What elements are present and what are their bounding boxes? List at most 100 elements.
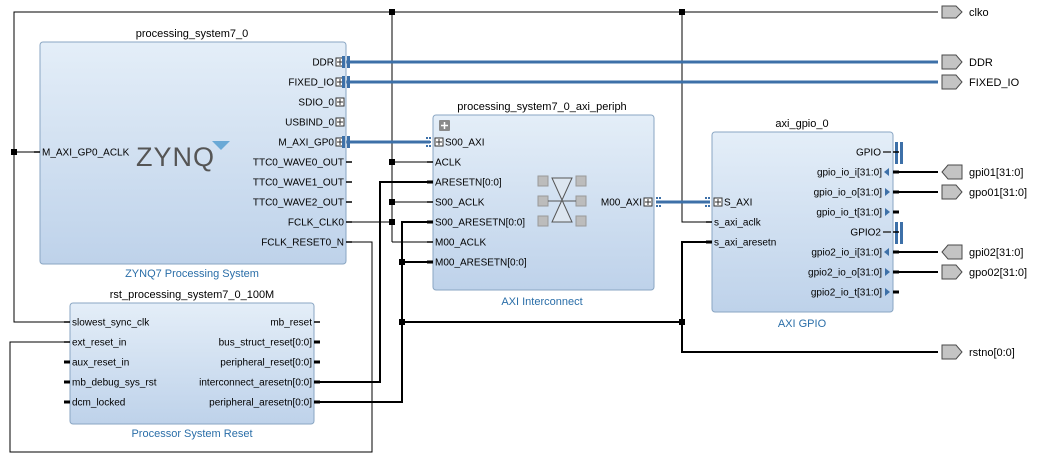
pin-bus-struct-reset-0-0[interactable]: bus_struct_reset[0:0]: [219, 338, 320, 349]
net-peripheral-aresetn[interactable]: [317, 221, 430, 403]
pin-mb-reset[interactable]: mb_reset: [270, 318, 320, 329]
pin-label: S00_ARESETN[0:0]: [435, 218, 525, 229]
pin-m-axi-gp0-aclk[interactable]: M_AXI_GP0_ACLK: [34, 148, 130, 159]
zynq-logo-mark-icon: [212, 141, 230, 150]
pin-gpio2[interactable]: GPIO2: [850, 228, 899, 239]
pin-s-axi-aclk[interactable]: s_axi_aclk: [706, 218, 762, 229]
pin-label: TTC0_WAVE1_OUT: [253, 178, 344, 189]
pin-label: aux_reset_in: [72, 358, 129, 369]
pin-aux-reset-in[interactable]: aux_reset_in: [64, 358, 129, 369]
pin-label: M_AXI_GP0: [278, 138, 334, 149]
pin-mb-debug-sys-rst[interactable]: mb_debug_sys_rst: [64, 378, 157, 389]
port-clko[interactable]: clko: [941, 5, 989, 19]
pin-gpio2-io-i-31-0[interactable]: gpio2_io_i[31:0]: [811, 248, 899, 259]
pin-aclk[interactable]: ACLK: [427, 158, 461, 169]
block-processing-system7[interactable]: processing_system7_0 ZYNQ ZYNQ7 Processi…: [34, 28, 352, 280]
pin-label: M00_AXI: [601, 198, 642, 209]
in-arrow-icon: [884, 168, 889, 176]
pin-label: gpio_io_o[31:0]: [814, 188, 883, 199]
pin-label: TTC0_WAVE2_OUT: [253, 198, 344, 209]
pin-dcm-locked[interactable]: dcm_locked: [64, 398, 125, 409]
out-arrow-icon: [885, 268, 890, 276]
pin-ttc0-wave2-out[interactable]: TTC0_WAVE2_OUT: [253, 198, 352, 209]
block-subtitle: AXI Interconnect: [501, 296, 582, 308]
net-gpio-aclk[interactable]: [681, 12, 710, 223]
pin-s-axi-aresetn[interactable]: s_axi_aresetn: [706, 238, 776, 249]
pin-label: ext_reset_in: [72, 338, 126, 349]
pin-label: M00_ACLK: [435, 238, 486, 249]
pin-fclk-reset0-n[interactable]: FCLK_RESET0_N: [261, 238, 352, 249]
pin-s00-axi[interactable]: S00_AXI: [426, 137, 484, 149]
pin-ext-reset-in[interactable]: ext_reset_in: [64, 338, 126, 349]
ps7-bus-markers: [342, 56, 350, 148]
out-arrow-icon: [885, 288, 890, 296]
pin-slowest-sync-clk[interactable]: slowest_sync_clk: [64, 318, 150, 329]
pin-aresetn-0-0[interactable]: ARESETN[0:0]: [427, 178, 502, 189]
net-fclk-reset[interactable]: [9, 241, 373, 453]
port-label: gpi02[31:0]: [969, 247, 1023, 259]
pin-label: slowest_sync_clk: [72, 318, 150, 329]
pin-s00-aclk[interactable]: S00_ACLK: [427, 198, 485, 209]
pin-m00-axi[interactable]: M00_AXI: [601, 197, 661, 209]
pin-peripheral-aresetn-0-0[interactable]: peripheral_aresetn[0:0]: [209, 398, 320, 409]
pin-gpio2-io-t-31-0[interactable]: gpio2_io_t[31:0]: [811, 288, 899, 299]
pin-gpio-io-i-31-0[interactable]: gpio_io_i[31:0]: [817, 168, 899, 179]
junction-dot: [11, 149, 17, 155]
net-clk[interactable]: [13, 11, 938, 323]
pin-label: gpio2_io_t[31:0]: [811, 288, 882, 299]
pin-peripheral-reset-0-0[interactable]: peripheral_reset[0:0]: [220, 358, 320, 369]
pin-fclk-clk0[interactable]: FCLK_CLK0: [288, 218, 352, 229]
port-gpo01-31-0[interactable]: gpo01[31:0]: [941, 184, 1027, 200]
pin-usbind-0[interactable]: USBIND_0: [285, 117, 345, 129]
pin-label: peripheral_aresetn[0:0]: [209, 398, 312, 409]
pin-gpio-io-o-31-0[interactable]: gpio_io_o[31:0]: [814, 188, 899, 199]
port-pentagon-icon: [941, 74, 963, 90]
block-processor-system-reset[interactable]: rst_processing_system7_0_100M Processor …: [64, 289, 320, 440]
junction-dot: [399, 259, 405, 265]
port-label: gpi01[31:0]: [969, 167, 1023, 179]
net-interconnect-aresetn[interactable]: [317, 181, 430, 383]
junction-dot: [679, 319, 685, 325]
pin-label: ACLK: [435, 158, 461, 169]
net-rstno[interactable]: [681, 241, 938, 353]
pin-label: interconnect_aresetn[0:0]: [199, 378, 312, 389]
pin-ttc0-wave1-out[interactable]: TTC0_WAVE1_OUT: [253, 178, 352, 189]
pin-ttc0-wave0-out[interactable]: TTC0_WAVE0_OUT: [253, 158, 352, 169]
pin-gpio-io-t-31-0[interactable]: gpio_io_t[31:0]: [816, 208, 899, 219]
out-arrow-icon: [885, 188, 890, 196]
pin-label: gpio2_io_o[31:0]: [808, 268, 882, 279]
port-label: DDR: [969, 57, 993, 69]
pin-label: GPIO2: [850, 228, 881, 239]
pin-s00-aresetn-0-0[interactable]: S00_ARESETN[0:0]: [427, 218, 525, 229]
pin-label: FCLK_RESET0_N: [261, 238, 344, 249]
port-ddr[interactable]: DDR: [941, 54, 993, 70]
pin-label: GPIO: [856, 148, 881, 159]
block-title: axi_gpio_0: [775, 118, 828, 130]
port-fixed-io[interactable]: FIXED_IO: [941, 74, 1020, 90]
port-gpi01-31-0[interactable]: gpi01[31:0]: [941, 164, 1023, 180]
pin-label: FCLK_CLK0: [288, 218, 345, 229]
pin-gpio[interactable]: GPIO: [856, 148, 899, 159]
pin-interconnect-aresetn-0-0[interactable]: interconnect_aresetn[0:0]: [199, 378, 320, 389]
port-label: FIXED_IO: [969, 77, 1020, 89]
pin-gpio2-io-o-31-0[interactable]: gpio2_io_o[31:0]: [808, 268, 899, 279]
pin-label: s_axi_aclk: [714, 218, 762, 229]
block-axi-interconnect[interactable]: processing_system7_0_axi_periph AXI Inte…: [426, 101, 661, 308]
pin-m00-aclk[interactable]: M00_ACLK: [427, 238, 486, 249]
port-pentagon-icon: [941, 54, 963, 70]
block-body[interactable]: [39, 41, 347, 265]
port-gpo02-31-0[interactable]: gpo02[31:0]: [941, 264, 1027, 280]
junction-dot: [389, 9, 395, 15]
port-label: clko: [969, 7, 989, 19]
pin-m00-aresetn-0-0[interactable]: M00_ARESETN[0:0]: [427, 258, 527, 269]
port-rstno-0-0[interactable]: rstno[0:0]: [941, 344, 1015, 360]
pin-sdio-0[interactable]: SDIO_0: [298, 97, 345, 109]
zynq-logo: ZYNQ: [136, 142, 215, 172]
port-gpi02-31-0[interactable]: gpi02[31:0]: [941, 244, 1023, 260]
pin-label: M_AXI_GP0_ACLK: [42, 148, 130, 159]
pin-label: gpio2_io_i[31:0]: [811, 248, 882, 259]
pin-s-axi[interactable]: S_AXI: [705, 197, 752, 209]
port-label: rstno[0:0]: [969, 347, 1015, 359]
block-axi-gpio[interactable]: axi_gpio_0 AXI GPIO S_AXIs_axi_aclks_axi…: [705, 118, 903, 330]
